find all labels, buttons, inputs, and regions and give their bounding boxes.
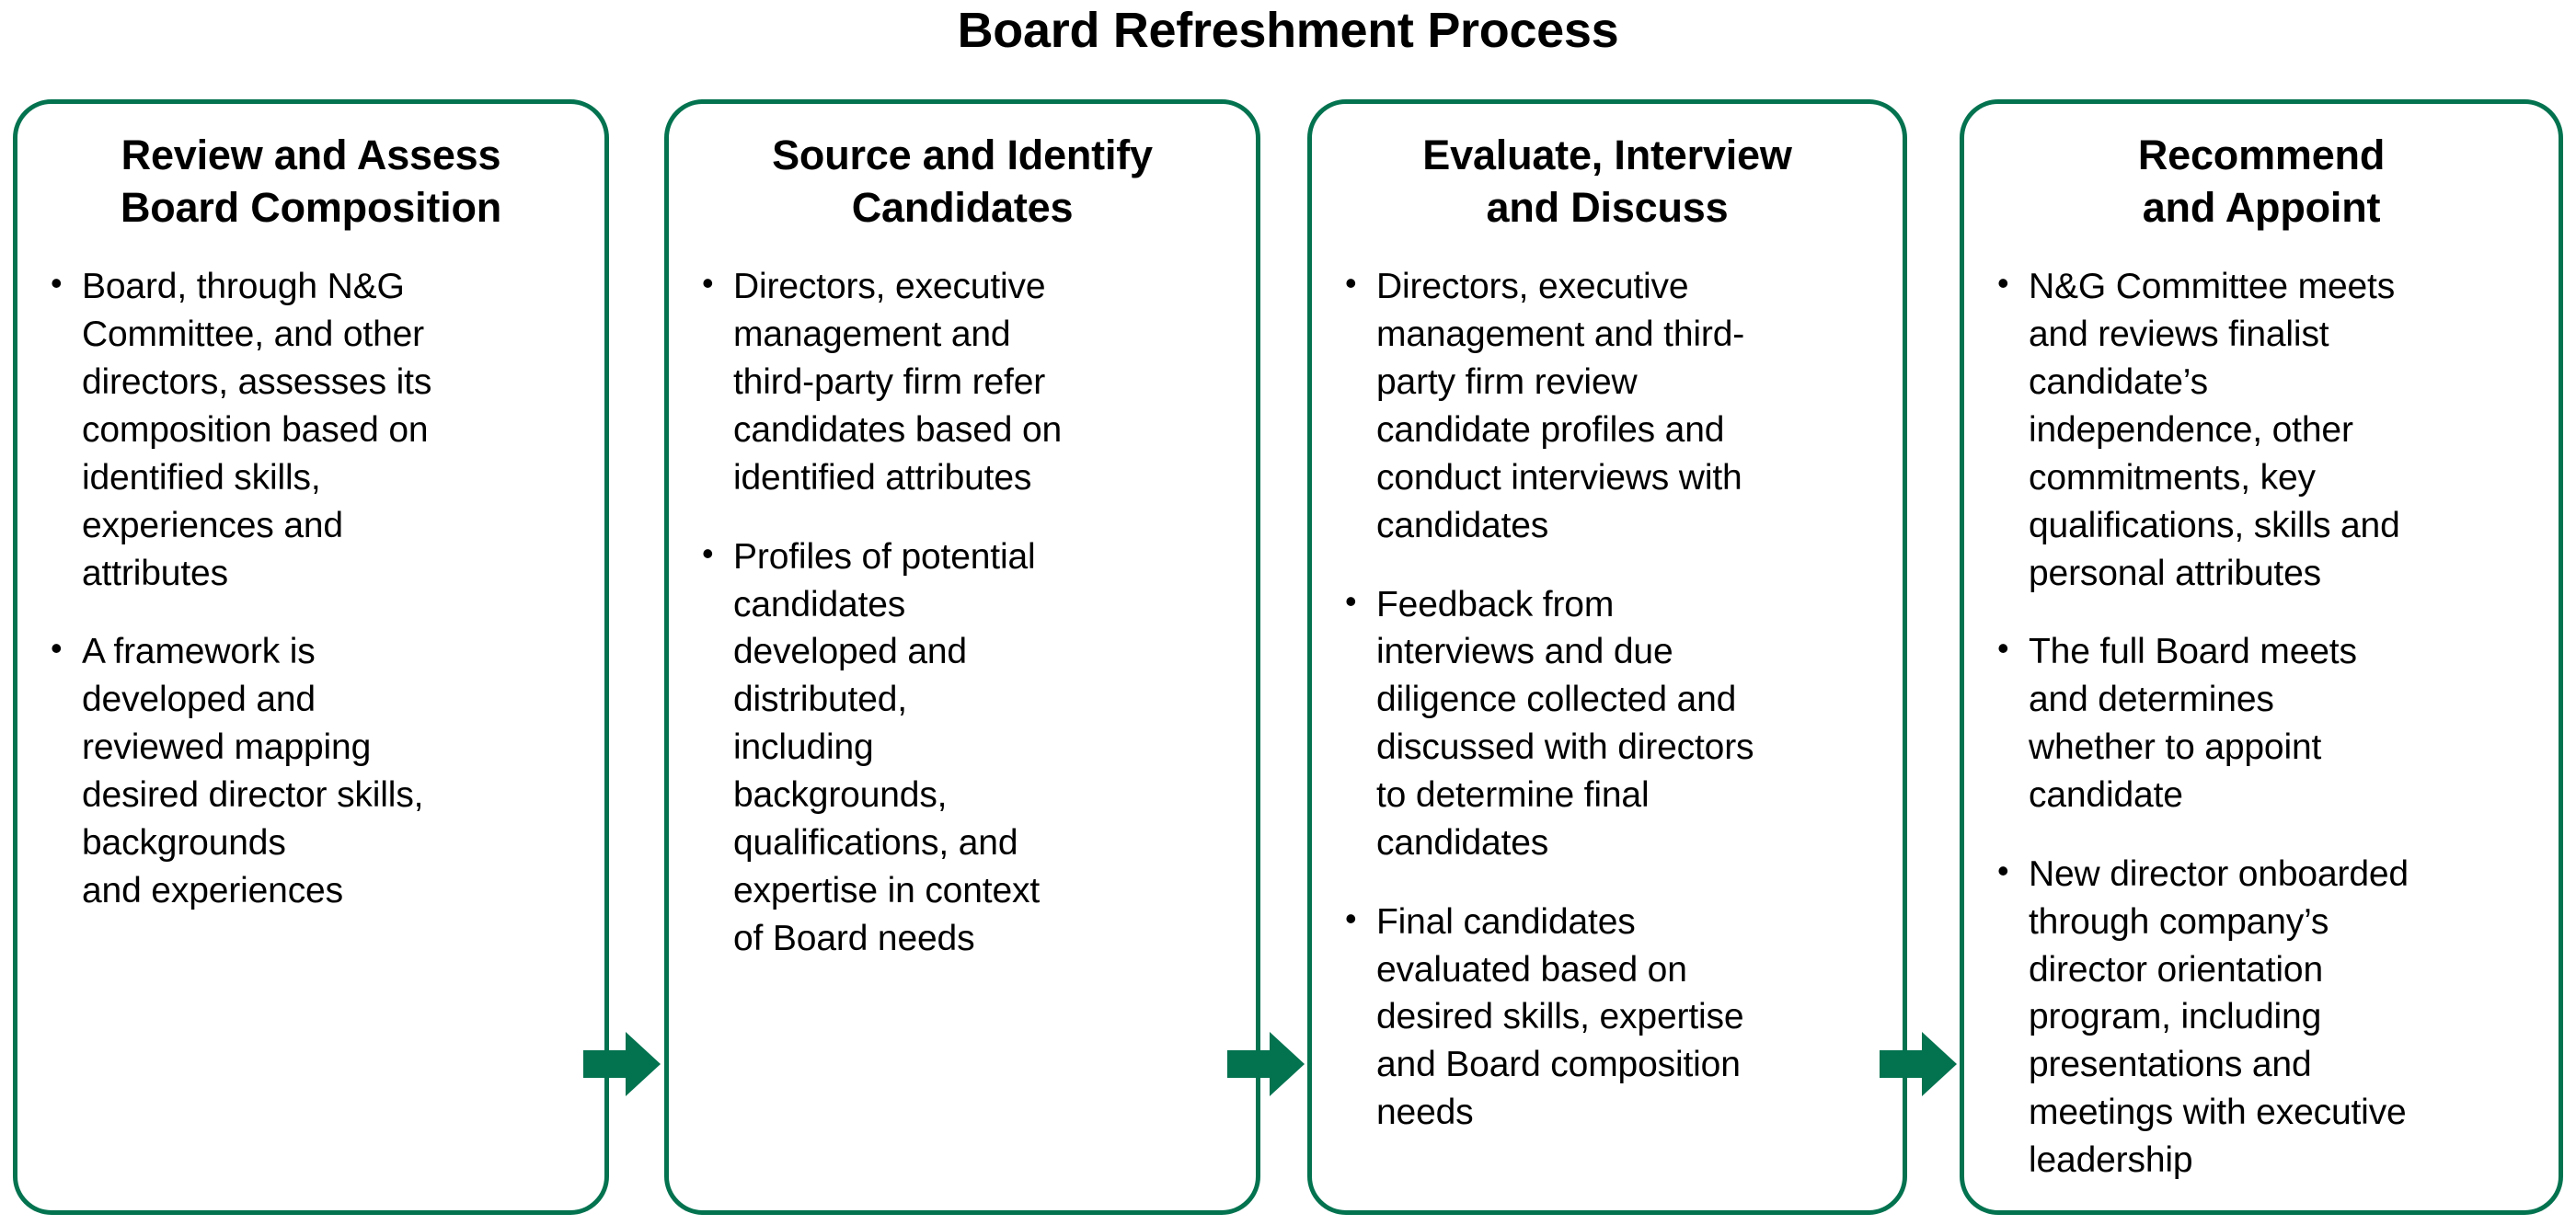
right-arrow-icon: [1227, 1032, 1305, 1096]
stage-bullet-list: Directors, executive management and thir…: [1312, 261, 1903, 1137]
stage-heading: Source and Identify Candidates: [772, 132, 1153, 231]
stage-bullet-list: Directors, executive management and thir…: [669, 261, 1256, 963]
stage-bullet-list: Board, through N&G Committee, and other …: [17, 261, 604, 914]
page-title: Board Refreshment Process: [957, 3, 1619, 58]
stage-heading: Review and Assess Board Composition: [120, 132, 502, 231]
right-arrow-icon: [1880, 1032, 1957, 1096]
list-item: N&G Committee meets and reviews finalist…: [1992, 261, 2536, 597]
right-arrow-icon: [583, 1032, 661, 1096]
list-item: Profiles of potential candidates develop…: [696, 532, 1234, 963]
stage-heading: Evaluate, Interview and Discuss: [1422, 132, 1792, 231]
list-item: New director onboarded through company’s…: [1992, 849, 2536, 1185]
list-item: Feedback from interviews and due diligen…: [1340, 579, 1880, 867]
list-item: Directors, executive management and thir…: [696, 261, 1234, 501]
stage-bullet-list: N&G Committee meets and reviews finalist…: [1964, 261, 2559, 1185]
list-item: Final candidates evaluated based on desi…: [1340, 897, 1880, 1137]
stage-heading: Recommend and Appoint: [2137, 132, 2386, 231]
list-item: A framework is developed and reviewed ma…: [45, 626, 582, 914]
stage-box-recommend-and-appoint: Recommend and Appoint N&G Committee meet…: [1960, 99, 2563, 1215]
list-item: Directors, executive management and thir…: [1340, 261, 1880, 549]
stage-box-source-and-identify: Source and Identify Candidates Directors…: [664, 99, 1260, 1215]
stage-box-review-and-assess: Review and Assess Board Composition Boar…: [13, 99, 609, 1215]
list-item: The full Board meets and determines whet…: [1992, 626, 2536, 819]
list-item: Board, through N&G Committee, and other …: [45, 261, 582, 597]
stage-box-evaluate-interview-and-discuss: Evaluate, Interview and Discuss Director…: [1307, 99, 1907, 1215]
